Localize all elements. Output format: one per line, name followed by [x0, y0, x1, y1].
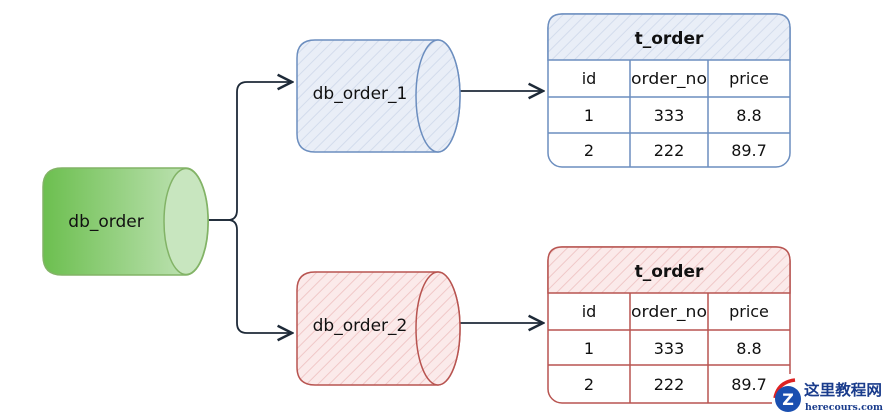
table-2-cell: 222	[654, 375, 685, 394]
t-order-table-2	[547, 246, 791, 404]
watermark-logo	[775, 386, 801, 412]
table-2-cell: 89.7	[731, 375, 767, 394]
table-2-col-id: id	[582, 302, 597, 321]
table-1-cell: 222	[654, 141, 685, 160]
db-order-2-label: db_order_2	[313, 316, 408, 336]
t-order-table-1	[547, 13, 791, 168]
table-1-cell: 1	[584, 106, 594, 125]
table-1-col-order-no: order_no	[631, 69, 707, 89]
watermark-site: herecours.com	[805, 403, 883, 413]
db-order-label: db_order	[68, 212, 143, 232]
table-1-cell: 2	[584, 141, 594, 160]
table-1-cell: 89.7	[731, 141, 767, 160]
db-order-1-label: db_order_1	[313, 84, 408, 104]
watermark-title: 这里教程网	[804, 381, 882, 399]
table-2-col-price: price	[729, 302, 769, 321]
table-2-cell: 333	[654, 339, 685, 358]
db-order-cylinder[interactable]: db_order	[42, 167, 209, 276]
table-2-cell: 8.8	[736, 339, 761, 358]
table-1-col-price: price	[729, 69, 769, 88]
svg-text:Z: Z	[782, 390, 794, 409]
table-1-title: t_order	[635, 29, 704, 49]
edge-source-to-shard1	[208, 82, 292, 221]
connectors	[208, 82, 543, 333]
table-2-cell: 2	[584, 375, 594, 394]
db-order-2-cylinder[interactable]: db_order_2	[296, 271, 461, 386]
table-2-col-order-no: order_no	[631, 302, 707, 322]
table-1-cell: 333	[654, 106, 685, 125]
edge-source-to-shard2	[208, 219, 292, 333]
table-2-title: t_order	[635, 262, 704, 282]
table-2-cell: 1	[584, 339, 594, 358]
table-1-cell: 8.8	[736, 106, 761, 125]
watermark: Z 这里教程网 herecours.com	[772, 374, 889, 420]
table-1-col-id: id	[582, 69, 597, 88]
db-order-1-cylinder[interactable]: db_order_1	[296, 39, 461, 153]
